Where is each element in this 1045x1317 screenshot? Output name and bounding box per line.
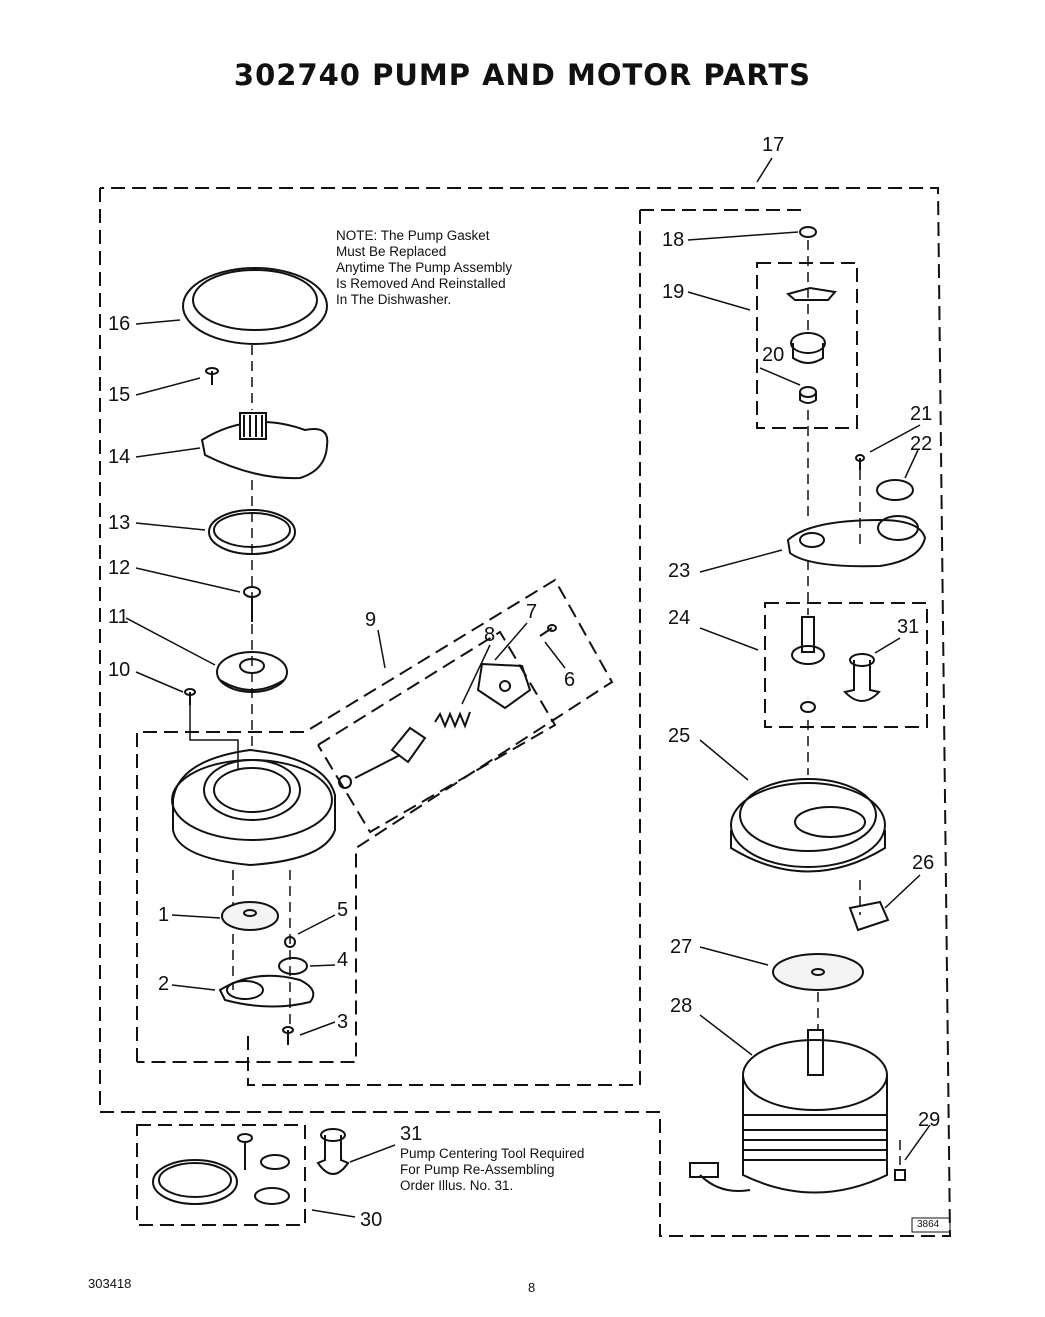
centering-tool-note: Pump Centering Tool Required For Pump Re…	[400, 1146, 585, 1193]
part-10-screw	[184, 688, 196, 705]
label-22: 22	[910, 433, 933, 455]
part-15-screw	[205, 367, 219, 385]
leader-lines	[125, 157, 931, 1218]
label-25: 25	[668, 725, 691, 747]
part-31-tool-illustration	[316, 1128, 350, 1175]
part-28-motor	[689, 1029, 888, 1194]
label-5: 5	[337, 899, 349, 921]
part-26-terminal-block	[848, 900, 890, 932]
part-7-valve-cover	[476, 662, 532, 710]
part-31-centering-tool	[843, 653, 881, 702]
part-18-seal	[799, 226, 817, 238]
drawing-code-box	[911, 1217, 951, 1233]
label-14: 14	[108, 446, 131, 468]
label-26: 26	[912, 852, 935, 874]
part-valve-body	[338, 726, 427, 789]
part-24-shaft-seal	[791, 616, 825, 713]
part-20-coupling	[790, 332, 826, 404]
label-20: 20	[762, 344, 785, 366]
drawing-code: 3864	[917, 1219, 940, 1230]
part-30-service-kit	[152, 1133, 290, 1205]
part-11-impeller	[216, 651, 288, 693]
part-21-screw	[855, 454, 865, 470]
label-3: 3	[337, 1011, 349, 1033]
label-24: 24	[668, 607, 691, 629]
label-31-kit: 31	[400, 1123, 423, 1145]
part-5-ball	[284, 936, 296, 948]
part-12-impeller-bolt	[243, 586, 261, 622]
label-10: 10	[108, 659, 131, 681]
part-4-ring	[278, 957, 308, 975]
label-23: 23	[668, 560, 691, 582]
assembly-17-dashed-outline	[99, 187, 952, 1237]
label-1: 1	[158, 904, 170, 926]
part-14-pump-housing	[200, 412, 329, 480]
document-number: 303418	[88, 1276, 132, 1291]
label-12: 12	[108, 557, 131, 579]
part-19-clip	[785, 286, 837, 301]
pump-gasket-note: NOTE: The Pump Gasket Must Be Replaced A…	[336, 228, 513, 307]
label-30: 30	[360, 1209, 383, 1231]
label-15: 15	[108, 384, 131, 406]
label-31: 31	[897, 616, 920, 638]
label-17: 17	[762, 134, 785, 156]
label-4: 4	[337, 949, 349, 971]
page-number: 8	[528, 1280, 536, 1295]
part-6-screw	[539, 624, 557, 637]
label-21: 21	[910, 403, 933, 425]
label-16: 16	[108, 313, 131, 335]
part-25-motor-mount	[730, 778, 886, 873]
part-3-screw	[282, 1026, 294, 1045]
part-13-o-ring	[208, 509, 296, 555]
part-2-lower-housing	[218, 974, 315, 1008]
label-11: 11	[108, 606, 129, 628]
label-18: 18	[662, 229, 685, 251]
page-title: 302740 PUMP AND MOTOR PARTS	[233, 58, 812, 92]
label-7: 7	[526, 601, 538, 623]
label-8: 8	[484, 624, 496, 646]
label-2: 2	[158, 973, 170, 995]
label-9: 9	[365, 609, 377, 631]
part-23-bracket	[786, 515, 927, 568]
part-29-nut	[894, 1169, 906, 1181]
label-27: 27	[670, 936, 693, 958]
part-27-washer	[772, 953, 864, 991]
part-8-spring	[434, 711, 471, 729]
part-16-pump-gasket	[182, 267, 328, 345]
pump-base	[171, 748, 336, 867]
label-19: 19	[662, 281, 685, 303]
label-6: 6	[564, 669, 576, 691]
label-13: 13	[108, 512, 131, 534]
label-29: 29	[918, 1109, 941, 1131]
label-28: 28	[670, 995, 693, 1017]
part-1-filter-screen	[221, 901, 279, 931]
part-22-ring	[876, 479, 914, 501]
